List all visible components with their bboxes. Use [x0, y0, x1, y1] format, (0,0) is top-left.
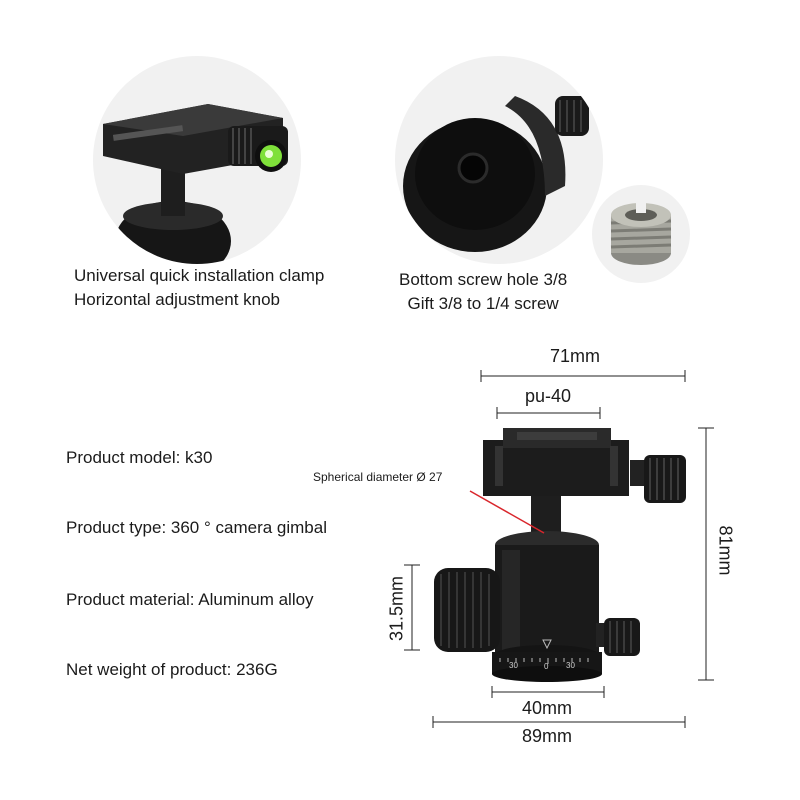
spec-model: Product model: k30	[66, 448, 213, 467]
clamp-caption-line2: Horizontal adjustment knob	[74, 290, 281, 309]
screw-caption-line2: Gift 3/8 to 1/4 screw	[407, 294, 559, 313]
clamp-caption-line1: Universal quick installation clamp	[74, 266, 325, 285]
dim-sphere-diameter: Spherical diameter Ø 27	[313, 470, 443, 484]
dim-base-width: 40mm	[522, 698, 573, 718]
dim-height: 81mm	[715, 525, 736, 576]
dial-pointer-icon	[542, 639, 552, 650]
dim-line-height	[698, 427, 714, 681]
dial-label-left: 30	[509, 661, 518, 670]
dim-line-plate	[496, 407, 601, 419]
ball-head-body	[492, 531, 602, 682]
dim-line-base-width	[491, 686, 605, 698]
dim-line-top-width	[480, 370, 686, 382]
dim-ball-height: 31.5mm	[386, 575, 407, 642]
dim-plate: pu-40	[525, 386, 572, 406]
sphere-pointer-line	[469, 490, 545, 534]
dim-line-ball-height	[404, 564, 420, 651]
screw-adapter-image	[592, 185, 690, 283]
spec-type: Product type: 360 ° camera gimbal	[66, 518, 327, 537]
clamp-caption: Universal quick installation clamp Horiz…	[74, 264, 324, 312]
spec-weight: Net weight of product: 236G	[66, 660, 278, 679]
quick-release-clamp	[483, 428, 629, 496]
dim-line-total-width	[432, 716, 686, 728]
pan-lock-knob	[596, 618, 640, 656]
dial-label-center: 0	[544, 662, 549, 671]
dial-label-right: 30	[566, 661, 575, 670]
screw-caption-line1: Bottom screw hole 3/8	[399, 270, 568, 289]
main-lock-knob	[434, 568, 500, 652]
screw-caption: Bottom screw hole 3/8 Gift 3/8 to 1/4 sc…	[399, 268, 567, 316]
ball-stem	[531, 496, 561, 536]
clamp-knob	[630, 455, 686, 503]
spec-material: Product material: Aluminum alloy	[66, 590, 314, 609]
dim-top-width: 71mm	[550, 346, 601, 366]
clamp-detail-image	[93, 56, 301, 264]
dim-total-width: 89mm	[522, 726, 573, 746]
bottom-screw-hole-image	[395, 56, 603, 264]
